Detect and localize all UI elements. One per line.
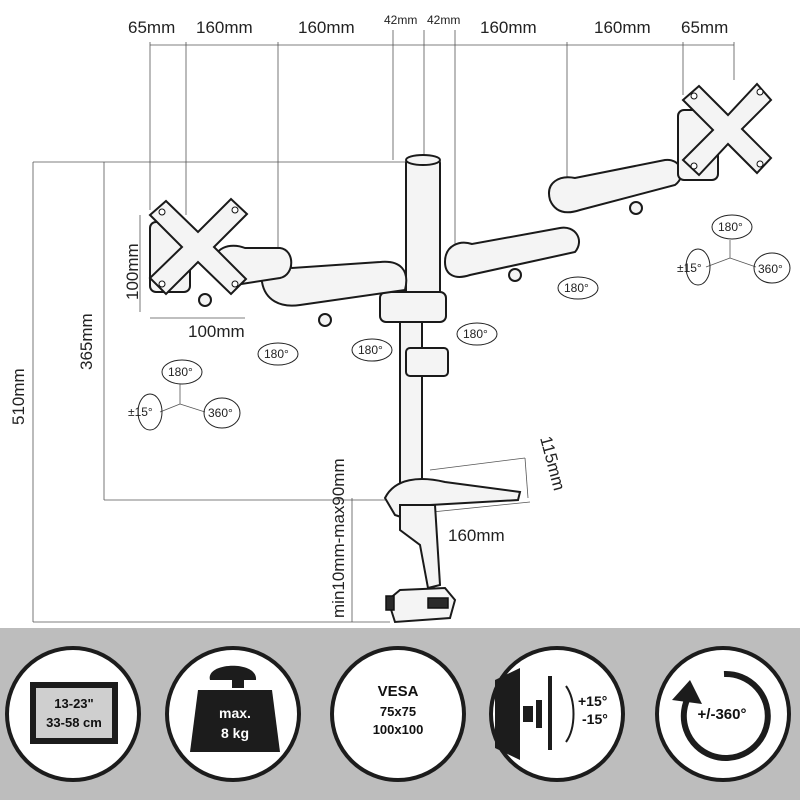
rotation-arrow-icon <box>672 680 702 704</box>
arm-rotation-indicator-1: 180° <box>257 342 299 366</box>
base-dimension-lines <box>429 457 531 513</box>
weight-value: 8 kg <box>221 725 249 741</box>
cable-clip <box>405 347 449 377</box>
right-swivel-label: ±15° <box>677 261 702 275</box>
center-pole <box>379 154 447 491</box>
left-tilt-label: 180° <box>168 365 193 379</box>
dim-label-vesa-height: 100mm <box>123 243 142 300</box>
dim-label-left-65: 65mm <box>128 18 175 37</box>
left-rotate-label: 360° <box>208 406 233 420</box>
dim-label-vesa-width: 100mm <box>188 322 245 341</box>
right-tilt-label: 180° <box>718 220 743 234</box>
svg-text:180°: 180° <box>564 281 589 295</box>
left-vesa-plate <box>148 197 249 296</box>
weight-max-label: max. <box>219 705 251 721</box>
tilt-plus-label: +15° <box>578 693 607 709</box>
svg-text:180°: 180° <box>358 343 383 357</box>
dim-label-base-depth: 115mm <box>536 434 569 492</box>
dim-label-right-42: 42mm <box>427 13 460 27</box>
right-rotate-label: 360° <box>758 262 783 276</box>
screen-size-badge: 13-23" 33-58 cm <box>5 646 141 782</box>
left-rotation-symbol <box>137 359 241 431</box>
vesa-badge: VESA 75x75 100x100 <box>330 646 466 782</box>
tilt-badge: +15° -15° <box>489 646 625 782</box>
vesa-title: VESA <box>378 683 419 700</box>
dim-label-base-width: 160mm <box>448 526 505 545</box>
dim-label-365: 365mm <box>77 313 96 370</box>
screen-size-cm: 33-58 cm <box>46 715 102 730</box>
dim-label-left-160b: 160mm <box>298 18 355 37</box>
left-swivel-label: ±15° <box>128 405 153 419</box>
left-arm <box>198 244 408 327</box>
desk-clamp <box>383 478 522 624</box>
right-rotation-symbol <box>685 214 791 286</box>
dim-label-right-160b: 160mm <box>594 18 651 37</box>
right-arm <box>443 158 683 282</box>
rotation-badge: +/-360° <box>655 646 791 782</box>
dim-label-left-42: 42mm <box>384 13 417 27</box>
vesa-size-75: 75x75 <box>380 704 416 719</box>
tilt-minus-label: -15° <box>582 711 608 727</box>
left-dimension-lines <box>32 161 410 623</box>
arm-rotation-indicator-3: 180° <box>456 322 498 346</box>
dim-label-right-160a: 160mm <box>480 18 537 37</box>
right-vesa-plate <box>677 82 773 181</box>
arm-rotation-indicator-2: 180° <box>351 338 393 362</box>
vesa-size-100: 100x100 <box>373 722 424 737</box>
max-weight-badge: max. 8 kg <box>165 646 301 782</box>
rotation-label: +/-360° <box>698 706 747 723</box>
svg-text:180°: 180° <box>264 347 289 361</box>
svg-text:180°: 180° <box>463 327 488 341</box>
dim-label-510: 510mm <box>9 368 28 425</box>
dim-label-left-160a: 160mm <box>196 18 253 37</box>
screen-size-inch: 13-23" <box>54 696 93 711</box>
arm-rotation-indicator-4: 180° <box>557 276 599 300</box>
dim-label-right-65: 65mm <box>681 18 728 37</box>
top-dimension-lines <box>149 30 735 250</box>
dim-label-clamp-range: min10mm-max90mm <box>329 458 348 618</box>
